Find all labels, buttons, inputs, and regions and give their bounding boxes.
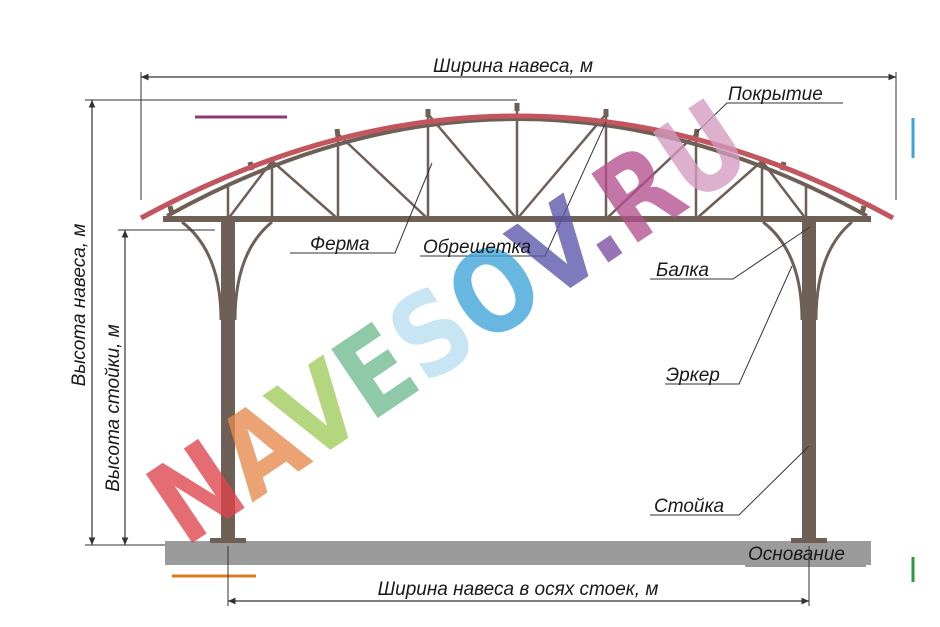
canopy-height-label: Высота навеса, м [69,224,90,387]
lathing-leader [420,121,607,257]
bay-bracket-leader [665,265,793,385]
leader-lines [290,102,866,567]
post-leader [650,445,810,516]
post-right [802,222,816,540]
post-right-footplate [791,538,827,543]
post-axes-width-label: Ширина навеса в осях стоек, м [378,579,659,600]
lathing-label: Обрешетка [423,237,531,258]
bay-bracket-label: Эркер [666,365,720,386]
roofing-leader [696,102,843,133]
bay-brackets [181,220,853,321]
roofing-sheet [139,113,895,221]
truss-web [226,108,808,220]
truss [163,103,871,222]
roofing-label: Покрытие [728,84,823,105]
posts [210,222,827,543]
beam-label: Балка [656,260,709,281]
truss-label: Ферма [310,234,370,255]
truss-leader [290,162,433,254]
extension-lines [85,72,897,606]
canopy-width-label: Ширина навеса, м [433,56,593,77]
post-left [221,222,235,540]
post-left-footplate [210,538,246,543]
post-height-label: Высота стойки, м [103,324,124,492]
base-label: Основание [748,544,845,565]
post-label: Стойка [654,496,724,517]
ground-base [165,541,871,565]
dimension-lines [88,73,896,605]
beam-leader [650,226,811,280]
